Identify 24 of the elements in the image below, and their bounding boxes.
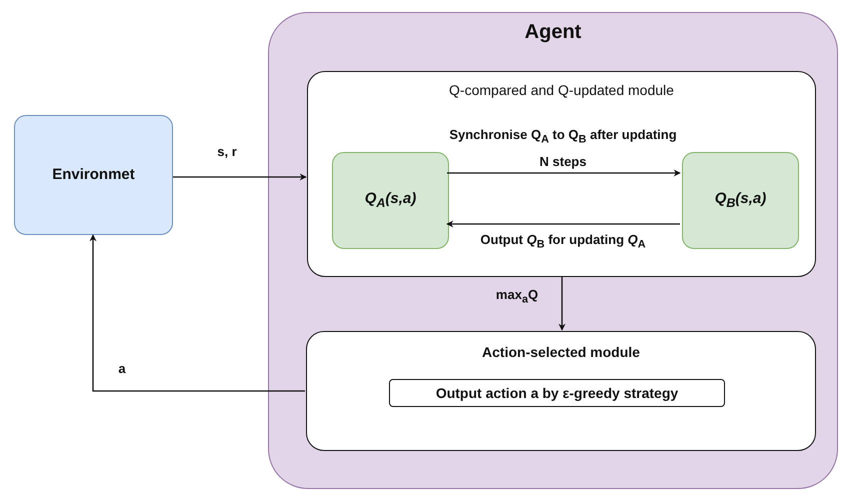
node-label: Action-selected module (481, 344, 641, 360)
arrow (446, 220, 680, 228)
edge-label: Output Q$_{B}$ for updating Q$_{A}$ (480, 231, 646, 253)
q-function-box (682, 152, 799, 249)
process-box (14, 115, 173, 235)
container-title: Agent (524, 21, 582, 44)
module-box (307, 71, 816, 277)
node-label: Q$_{A}$(s,a) (364, 190, 418, 210)
arrow (90, 234, 305, 392)
edge-label: a (118, 360, 126, 378)
process-box (389, 379, 725, 407)
agent-container (268, 12, 838, 489)
edge-label: max$_{a}$Q (496, 286, 538, 308)
node-label: Q-compared and Q-updated module (448, 82, 675, 98)
arrow (558, 276, 566, 331)
node-label: Output action a by ε-greedy strategy (434, 385, 680, 401)
arrow (447, 170, 681, 176)
node-label: Q$_{B}$(s,a) (714, 190, 768, 210)
edge-label: s, r (217, 143, 237, 161)
q-function-box (332, 152, 449, 249)
edge-label: Synchronise Q$_{A}$ to Q$_{B}$ after updating N steps (448, 126, 678, 171)
arrow (173, 174, 307, 180)
module-box (306, 331, 816, 451)
node-label: Environmet (51, 166, 136, 183)
